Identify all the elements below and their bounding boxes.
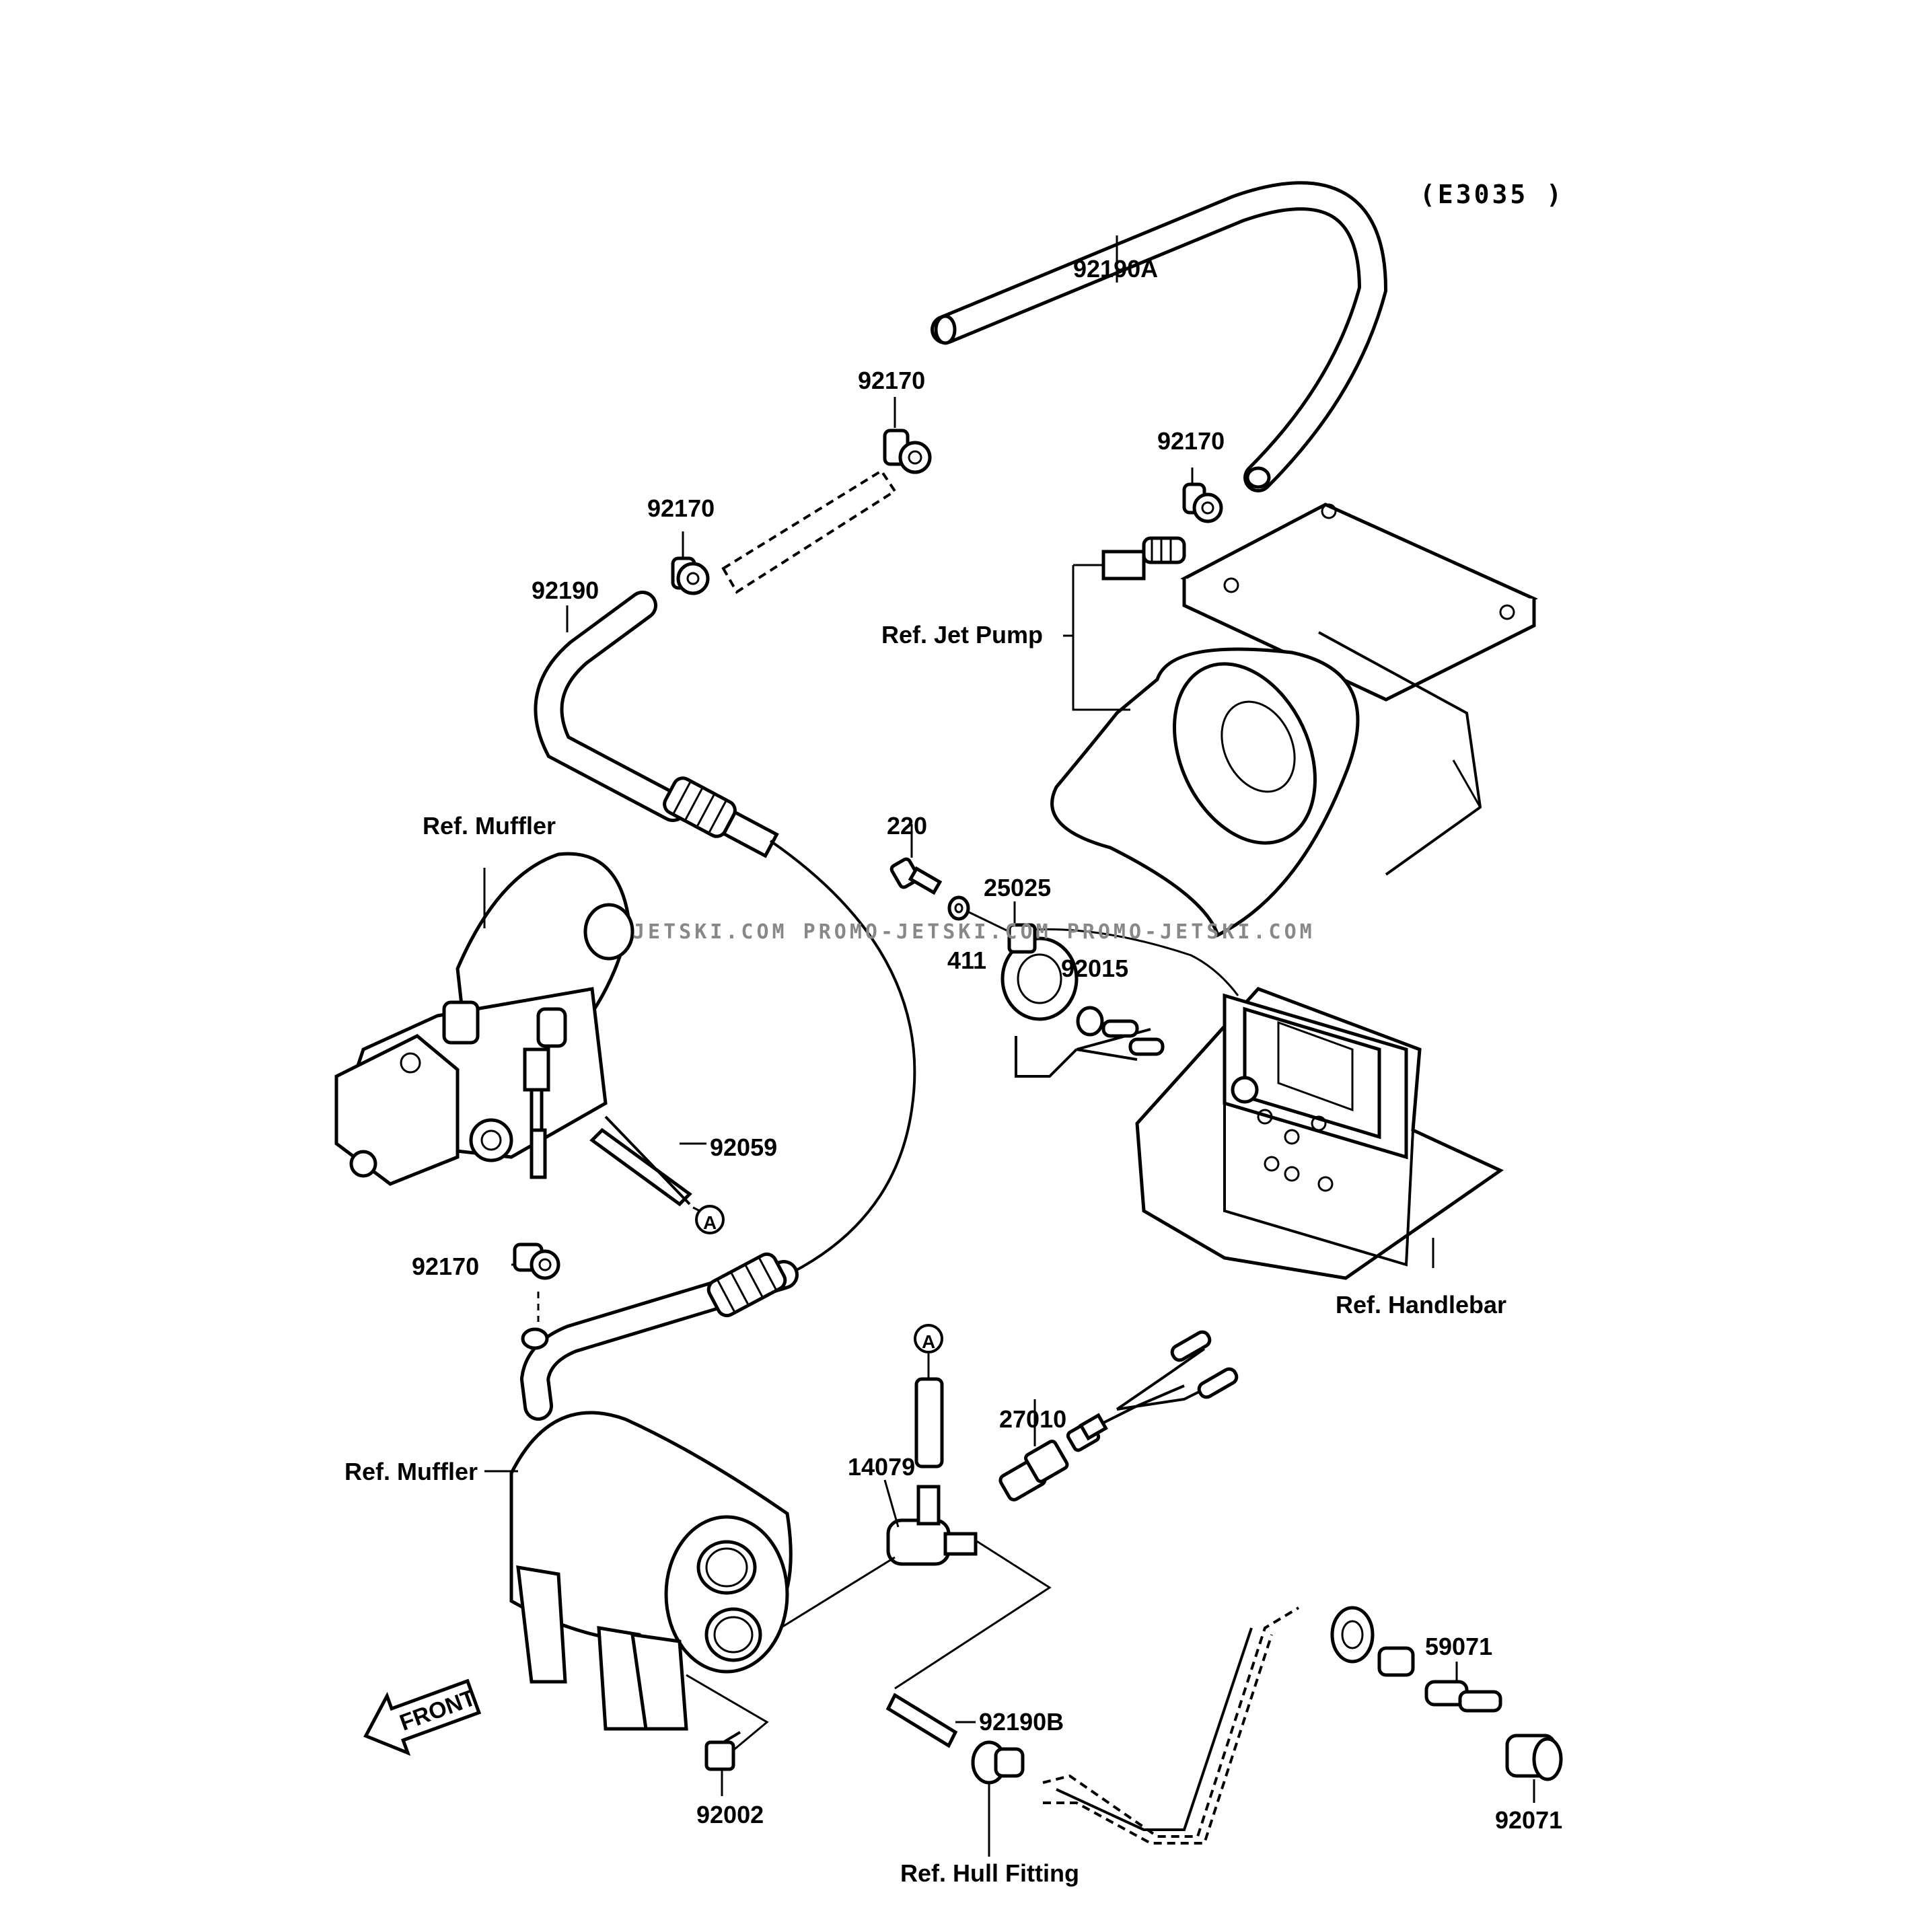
marker-a-top-label: A <box>703 1212 717 1233</box>
handlebar-mount <box>1135 987 1504 1280</box>
washer-411 <box>947 895 970 921</box>
label-411: 411 <box>947 946 986 974</box>
label-27010: 27010 <box>999 1405 1066 1433</box>
sender-25025 <box>1000 923 1165 1078</box>
marker-a-bottom-label: A <box>922 1331 935 1352</box>
hose-92190 <box>519 591 916 1421</box>
plug-92071 <box>1505 1734 1563 1781</box>
label-92015: 92015 <box>1061 955 1128 982</box>
label-92190A: 92190A <box>1073 255 1158 283</box>
label-ref-hull-fitting: Ref. Hull Fitting <box>900 1859 1079 1887</box>
clamp-92170-right <box>1182 482 1223 523</box>
label-14079: 14079 <box>848 1453 915 1481</box>
hull-fitting <box>971 1606 1375 1845</box>
label-92170-left: 92170 <box>647 494 715 522</box>
label-ref-jet-pump: Ref. Jet Pump <box>881 621 1043 648</box>
clamp-92170-bottom <box>513 1242 560 1280</box>
tee-14079 <box>886 1485 978 1566</box>
reference-marker-a-bottom: A <box>914 1324 944 1469</box>
label-ref-handlebar: Ref. Handlebar <box>1336 1291 1506 1318</box>
jet-pump <box>1050 503 1538 938</box>
label-92190B: 92190B <box>979 1708 1064 1736</box>
diagram-code: (E3035 ) <box>1420 180 1564 209</box>
label-92170-bottom: 92170 <box>412 1253 479 1280</box>
switch-27010 <box>998 1330 1239 1501</box>
clamp-92170-left <box>671 556 710 595</box>
pipe-92059 <box>589 1115 692 1207</box>
bolt-220 <box>889 857 943 895</box>
nut-92015 <box>1076 1006 1104 1037</box>
label-92002: 92002 <box>696 1801 764 1828</box>
reference-marker-a-top: A <box>695 1205 725 1234</box>
part-59071 <box>1377 1646 1502 1713</box>
label-220: 220 <box>887 812 927 840</box>
front-direction-arrow: FRONT <box>363 1678 482 1756</box>
label-92059: 92059 <box>710 1134 777 1161</box>
label-92170-right: 92170 <box>1157 427 1225 455</box>
muffler-bottom <box>509 1411 793 1731</box>
label-92071: 92071 <box>1495 1806 1562 1834</box>
bolt-92002 <box>704 1731 741 1771</box>
label-ref-muffler-top: Ref. Muffler <box>423 812 556 840</box>
label-ref-muffler-bottom: Ref. Muffler <box>344 1458 478 1485</box>
hose-92190A <box>931 181 1388 492</box>
label-59071: 59071 <box>1425 1633 1492 1660</box>
label-92170-top: 92170 <box>858 367 925 394</box>
dashed-hose-segment <box>721 469 897 594</box>
clamp-92170-top <box>883 429 932 474</box>
label-92190: 92190 <box>532 577 599 604</box>
watermark-text: JETSKI.COM PROMO-JETSKI.COM PROMO-JETSKI… <box>632 920 1315 944</box>
pipe-92190B <box>885 1693 958 1748</box>
label-25025: 25025 <box>984 874 1051 901</box>
muffler-top <box>334 852 634 1186</box>
